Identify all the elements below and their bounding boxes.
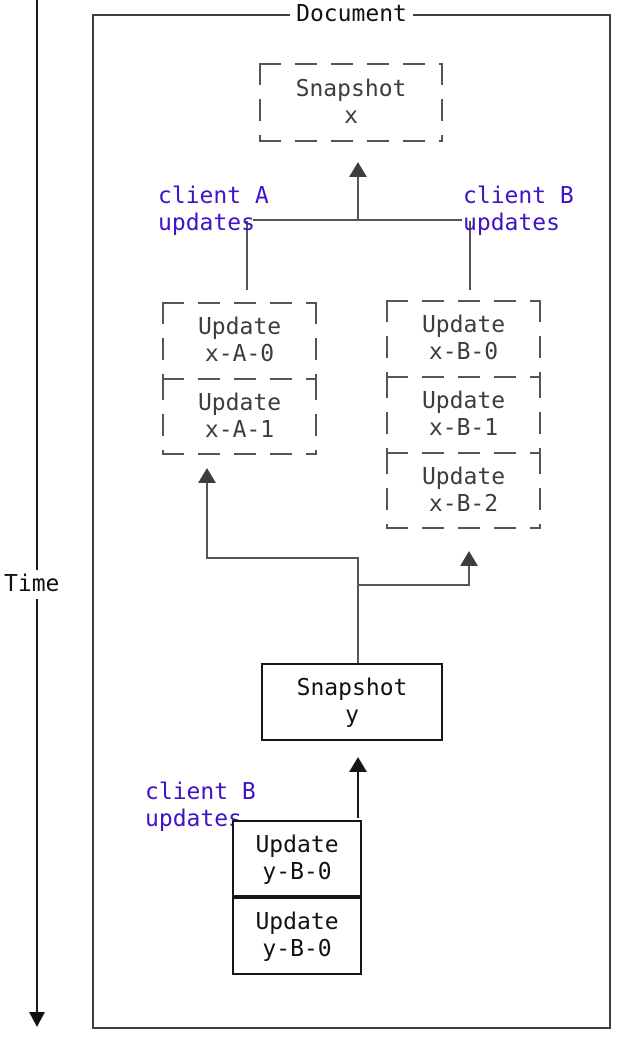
- update-x-a-0-box: Update x-A-0: [162, 302, 317, 380]
- update-x-b-2-box: Update x-B-2: [386, 452, 541, 529]
- connector-elbow-left: [206, 557, 359, 559]
- arrow-up-to-stack-xa-icon: [198, 468, 216, 483]
- connector-xa-stem: [206, 483, 208, 559]
- snapshot-y-box: Snapshot y: [261, 663, 443, 741]
- time-axis-line: [36, 0, 38, 1012]
- arrow-up-to-stack-xb-icon: [460, 551, 478, 566]
- update-y-b-0-box: Update y-B-0: [232, 820, 362, 897]
- arrow-up-to-snapshot-x-icon: [349, 162, 367, 177]
- time-axis-label: Time: [2, 570, 62, 599]
- connector-xb-stem: [468, 566, 470, 586]
- update-y-b-0b-box: Update y-B-0: [232, 897, 362, 975]
- connector-snapshot-x-stem: [357, 177, 359, 221]
- time-axis-arrow-down-icon: [29, 1012, 45, 1027]
- client-b-updates-bottom-label: client B updates: [145, 779, 256, 832]
- connector-yb-stem: [357, 772, 359, 818]
- document-title-row: Document: [92, 1, 611, 28]
- connector-client-b-drop: [469, 221, 471, 290]
- client-b-updates-label: client B updates: [463, 183, 574, 236]
- connector-elbow-right: [357, 584, 470, 586]
- connector-snapshot-y-riser: [357, 557, 359, 663]
- update-x-b-1-box: Update x-B-1: [386, 376, 541, 454]
- client-a-updates-label: client A updates: [158, 183, 269, 236]
- connector-client-a-drop: [246, 221, 248, 290]
- connector-clients-horizontal: [253, 219, 462, 221]
- update-x-a-1-box: Update x-A-1: [162, 378, 317, 455]
- document-title: Document: [290, 1, 413, 28]
- update-x-b-0-box: Update x-B-0: [386, 300, 541, 378]
- arrow-up-to-snapshot-y-icon: [349, 757, 367, 772]
- snapshot-x-box: Snapshot x: [259, 63, 443, 142]
